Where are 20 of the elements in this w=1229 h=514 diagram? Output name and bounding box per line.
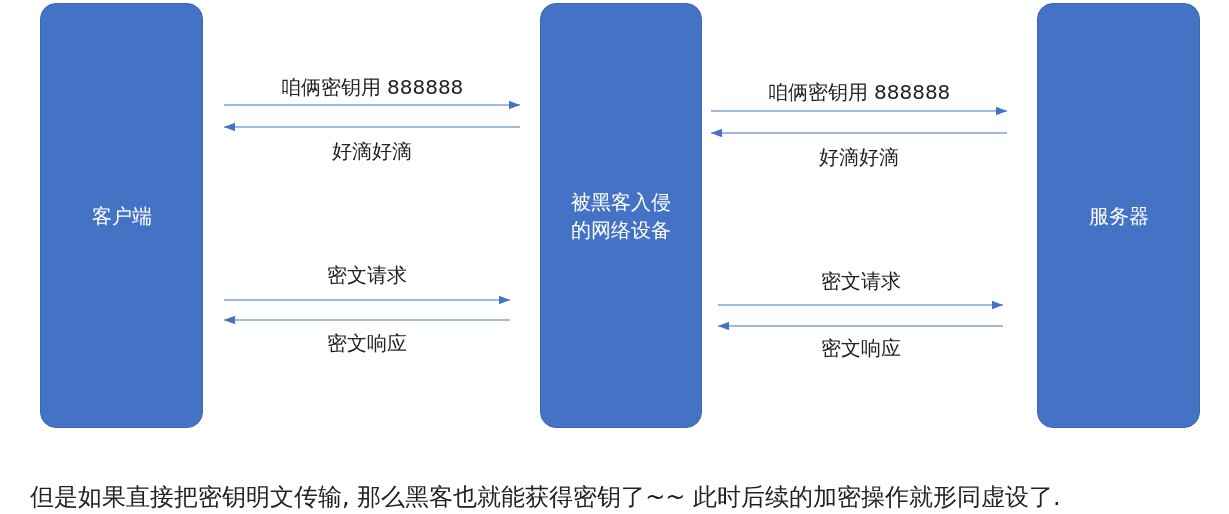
arrow xyxy=(717,321,1004,331)
arrow xyxy=(717,300,1004,310)
arrow xyxy=(710,128,1008,138)
edge-label: 密文响应 xyxy=(820,335,901,361)
arrow xyxy=(223,315,511,325)
node-box: 被黑客入侵的网络设备 xyxy=(540,3,702,428)
node-box: 服务器 xyxy=(1037,3,1200,428)
arrow xyxy=(223,100,521,110)
arrow xyxy=(710,106,1008,116)
edge-label: 密文请求 xyxy=(820,268,901,294)
arrow xyxy=(223,122,521,132)
edge-label: 咱俩密钥用 888888 xyxy=(767,79,951,105)
arrow xyxy=(223,295,511,305)
edge-label: 密文响应 xyxy=(327,330,407,356)
node-box: 客户端 xyxy=(40,3,203,428)
caption: 但是如果直接把密钥明文传输, 那么黑客也就能获得密钥了~~ 此时后续的加密操作就形同虚设了. xyxy=(30,482,1061,512)
edge-label: 密文请求 xyxy=(327,262,407,288)
edge-label: 好滴好滴 xyxy=(819,144,899,170)
edge-label: 咱俩密钥用 888888 xyxy=(280,74,464,100)
edge-label: 好滴好滴 xyxy=(332,138,412,164)
